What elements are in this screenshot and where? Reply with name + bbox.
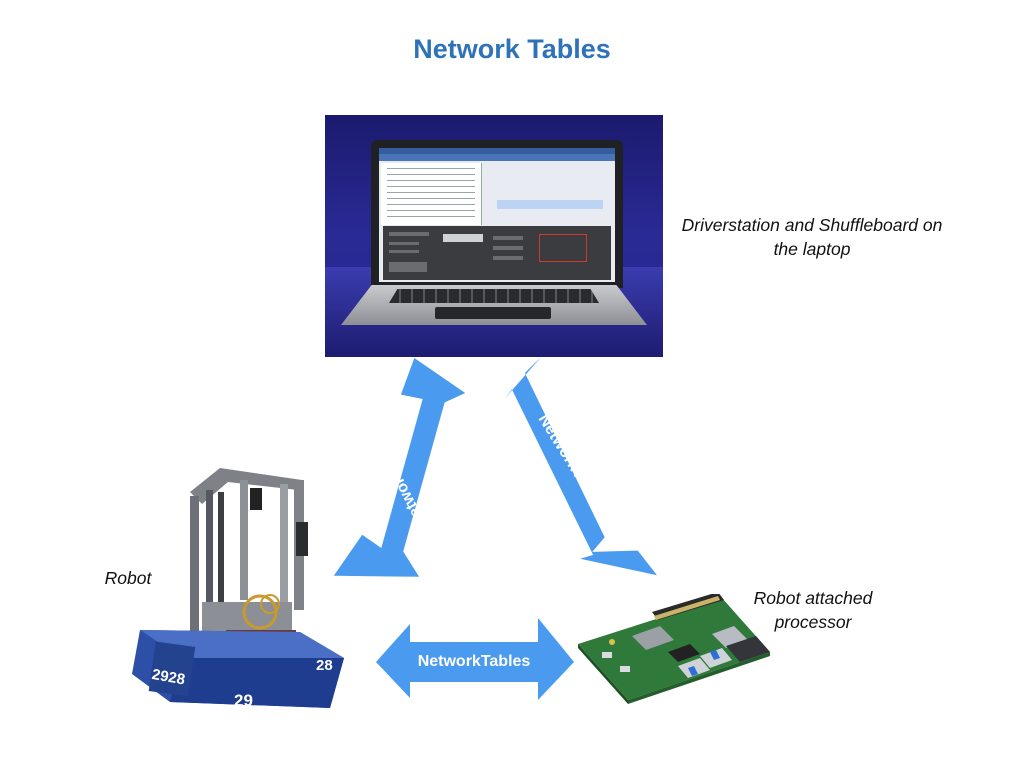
screen-highlight-box [539,234,587,262]
screen-chooser-widget [497,200,603,209]
arrow-laptop-robot [333,358,466,577]
robot-image: 2928 28 29 [132,468,344,710]
screen-titlebar [379,148,615,154]
robot-bumper-number-2: 28 [316,657,333,674]
screen-tabbar [379,154,615,161]
caption-laptop: Driverstation and Shuffleboard on the la… [681,215,943,259]
laptop-screen [379,148,615,282]
caption-processor: Robot attached processor [753,588,873,632]
laptop-keyboard [389,289,599,303]
connection-label-robot-processor: NetworkTables [417,653,531,670]
screen-driverstation-panel [383,226,611,280]
processor-image [578,594,770,704]
caption-robot: Robot [104,568,152,588]
diagram-title: Network Tables [413,34,611,64]
screen-sources-panel [381,163,482,225]
robot-bumper-number-1: 2928 [151,666,187,689]
arrow-laptop-processor [504,356,657,576]
laptop-trackpad [435,307,551,319]
laptop-image [325,115,663,357]
arrow-robot-processor [376,618,574,700]
laptop-lid [371,140,623,288]
robot-bumper-number-3: 29 [234,691,253,710]
